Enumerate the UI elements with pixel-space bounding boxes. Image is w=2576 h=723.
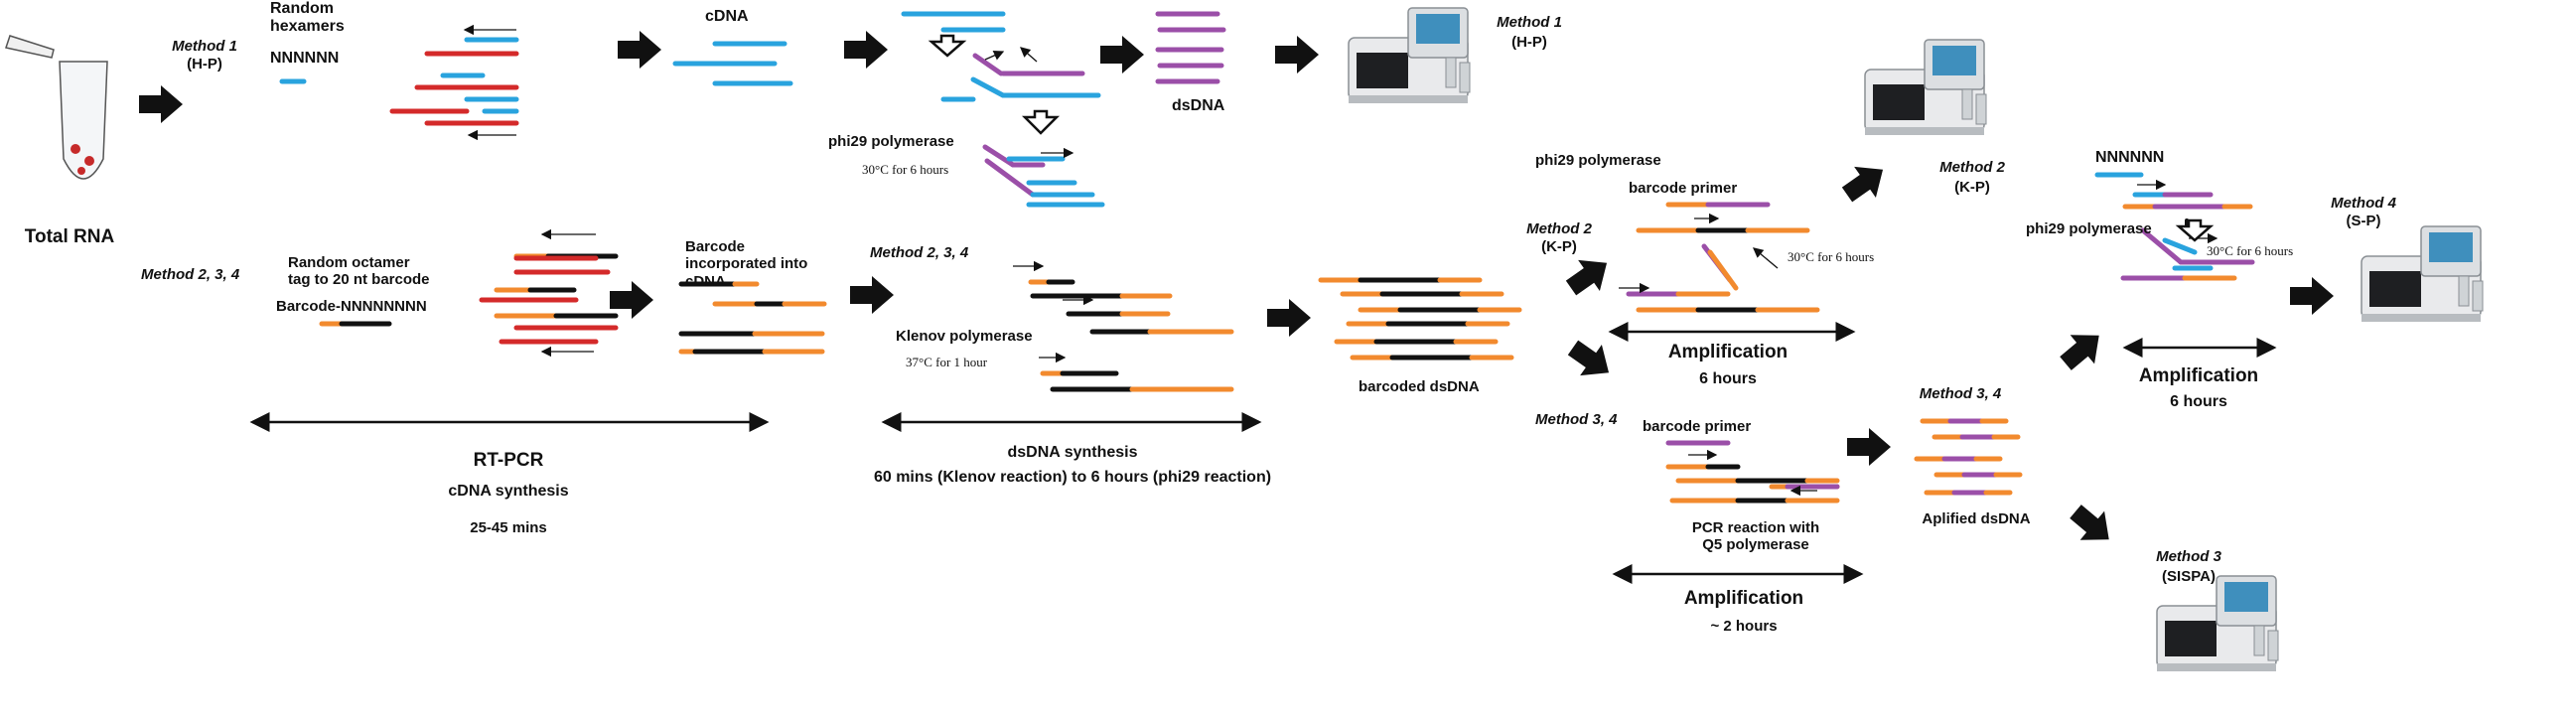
klenov-label: Klenov polymerase	[896, 328, 1033, 345]
barcode-seq-label: Barcode-NNNNNNNN	[276, 298, 427, 315]
direction-arrow	[1020, 47, 1038, 63]
flow-arrow-icon	[1267, 299, 1311, 337]
dna-strand	[970, 76, 1006, 98]
dna-strand	[972, 53, 1004, 76]
random-hexamers-label: Random hexamers	[270, 0, 345, 36]
phi29-label-m2: phi29 polymerase	[1535, 152, 1661, 169]
barcode-primer-m34: barcode primer	[1643, 418, 1752, 435]
flow-arrow-icon	[1275, 36, 1319, 73]
rt-pcr-title: RT-PCR	[473, 450, 544, 471]
sequencer-method3-icon	[2156, 575, 2279, 672]
barcoded-dsdna-label: barcoded dsDNA	[1359, 378, 1480, 395]
hexamer-seq-m4: NNNNNN	[2095, 149, 2165, 166]
barcode-primer-m2: barcode primer	[1629, 180, 1738, 197]
amplified-dsdna-label: Aplified dsDNA	[1922, 510, 2031, 527]
hexamer-seq-label: NNNNNN	[270, 50, 340, 67]
method2-code: (K-P)	[1541, 238, 1577, 255]
dsdna-synth-title: dsDNA synthesis	[1007, 444, 1138, 461]
condition-klenov: 37°C for 1 hour	[906, 355, 988, 369]
flow-arrow-icon	[2063, 497, 2121, 554]
pcr-q5-label: PCR reaction with Q5 polymerase	[1691, 519, 1820, 554]
flow-arrow-icon	[1847, 428, 1891, 466]
dna-strand	[1707, 249, 1739, 291]
sequencer-method4-icon	[2361, 225, 2484, 323]
amp-title-m2: Amplification	[1667, 342, 1789, 362]
flow-arrow-icon	[139, 85, 183, 123]
total-rna-label: Total RNA	[24, 226, 115, 247]
sequencer-method1-icon	[1348, 7, 1471, 104]
dsdna-label: dsDNA	[1172, 97, 1225, 114]
dna-strand	[984, 158, 1036, 198]
seq-method4-code: (S-P)	[2346, 213, 2381, 229]
condition-m4: 30°C for 6 hours	[2207, 243, 2294, 258]
seq-method1-code: (H-P)	[1511, 34, 1547, 51]
seq-method1-tag: Method 1	[1497, 14, 1562, 31]
cdna-label: cDNA	[705, 8, 749, 25]
amp-title-m34: Amplification	[1683, 588, 1804, 609]
seq-method2-tag: Method 2	[1939, 159, 2005, 176]
rt-pcr-time: 25-45 mins	[470, 519, 547, 536]
dsdna-synth-time: 60 mins (Klenov reaction) to 6 hours (ph…	[873, 469, 1272, 486]
seq-method4-tag: Method 4	[2331, 195, 2396, 212]
amp-time-m34: ~ 2 hours	[1710, 618, 1778, 635]
method1-tag: Method 1	[172, 38, 237, 55]
flow-arrow-icon	[1836, 154, 1894, 211]
amp-time-m2: 6 hours	[1699, 370, 1757, 387]
method34-tag: Method 3, 4	[1535, 411, 1618, 428]
method234-tag: Method 2, 3, 4	[141, 266, 240, 283]
flow-arrow-icon	[1562, 332, 1620, 388]
condition-m2: 30°C for 6 hours	[1788, 249, 1875, 264]
flow-arrow-icon	[610, 281, 653, 319]
flow-arrow-icon	[2290, 277, 2334, 315]
barcode-cdna-label: Barcode incorporated into cDNA	[685, 238, 808, 290]
phi29-label-m4: phi29 polymerase	[2026, 220, 2152, 237]
method1-code: (H-P)	[187, 56, 222, 72]
sample-tube-icon	[5, 35, 108, 180]
amp-title-m4: Amplification	[2138, 365, 2259, 386]
displacement-arrow-icon	[1021, 109, 1061, 135]
seq-method2-code: (K-P)	[1954, 179, 1990, 196]
condition-m1: 30°C for 6 hours	[862, 162, 949, 177]
rt-pcr-sub: cDNA synthesis	[448, 483, 569, 500]
amp-time-m4: 6 hours	[2170, 393, 2227, 410]
dna-strand	[2140, 227, 2184, 265]
direction-arrow	[1753, 247, 1779, 269]
seq-method3-tag: Method 3	[2156, 548, 2221, 565]
flow-arrow-icon	[1560, 247, 1618, 304]
octamer-desc-label: Random octamer tag to 20 nt barcode	[288, 254, 430, 289]
seq-method3-code: (SISPA)	[2162, 568, 2216, 585]
sequencer-method2-icon	[1864, 39, 1987, 136]
flow-arrow-icon	[618, 31, 661, 69]
flow-arrow-icon	[2053, 321, 2111, 378]
method2-tag: Method 2	[1526, 220, 1592, 237]
displacement-arrow-icon	[928, 34, 967, 58]
method34-product-tag: Method 3, 4	[1919, 385, 2002, 402]
dna-strand	[982, 144, 1016, 168]
flow-arrow-icon	[1100, 36, 1144, 73]
dna-strands	[279, 11, 2255, 504]
method234-tag-2: Method 2, 3, 4	[870, 244, 969, 261]
displacement-arrow-icon	[2175, 218, 2215, 242]
direction-arrow	[984, 50, 1005, 61]
phi29-label-m1: phi29 polymerase	[828, 133, 954, 150]
flow-arrow-icon	[850, 276, 894, 314]
dna-strand	[2162, 237, 2198, 255]
flow-arrow-icon	[844, 31, 888, 69]
